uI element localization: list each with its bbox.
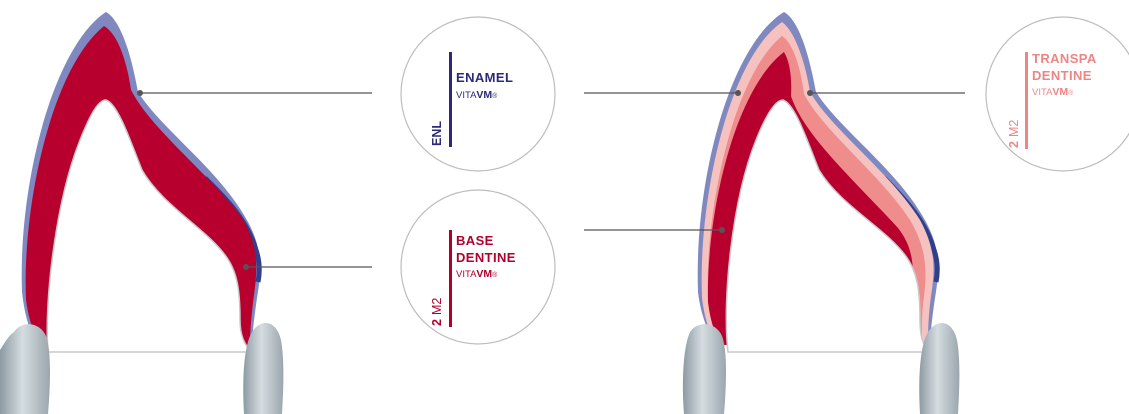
label-enamel-code: ENL <box>430 121 444 146</box>
right-stump-1 <box>683 324 726 414</box>
label-enamel: ENAMEL VITAVM® ENL <box>401 17 555 171</box>
left-stump-1 <box>0 324 50 414</box>
leader-right-enamel-dot <box>735 90 741 96</box>
label-base-dentine-code: 2M2 <box>430 298 444 326</box>
right-tooth-cross-section <box>683 12 960 414</box>
label-transpa-dentine-bar <box>1025 52 1028 149</box>
label-transpa-dentine: TRANSPA DENTINE VITAVM® 2M2 <box>986 17 1129 171</box>
label-transpa-dentine-title-2: DENTINE <box>1032 68 1092 83</box>
label-base-dentine-bar <box>449 230 452 327</box>
label-base-dentine-title-2: DENTINE <box>456 250 516 265</box>
label-transpa-dentine-code: 2M2 <box>1007 120 1021 148</box>
label-base-dentine-circle <box>401 190 555 344</box>
label-base-dentine-title-1: BASE <box>456 233 494 248</box>
label-enamel-brand: VITAVM® <box>456 89 498 101</box>
label-base-dentine: BASE DENTINE VITAVM® 2M2 <box>401 190 555 344</box>
leader-left-enamel-dot <box>137 90 143 96</box>
leader-right-base-dot <box>719 227 725 233</box>
left-tooth-cross-section <box>0 12 283 414</box>
leader-right-transpa-dot <box>807 90 813 96</box>
label-transpa-dentine-title-1: TRANSPA <box>1032 51 1097 66</box>
label-base-dentine-brand: VITAVM® <box>456 268 498 280</box>
label-enamel-title: ENAMEL <box>456 70 513 85</box>
label-enamel-bar <box>449 52 452 147</box>
leader-left-base-dot <box>243 264 249 270</box>
label-transpa-dentine-brand: VITAVM® <box>1032 86 1074 98</box>
